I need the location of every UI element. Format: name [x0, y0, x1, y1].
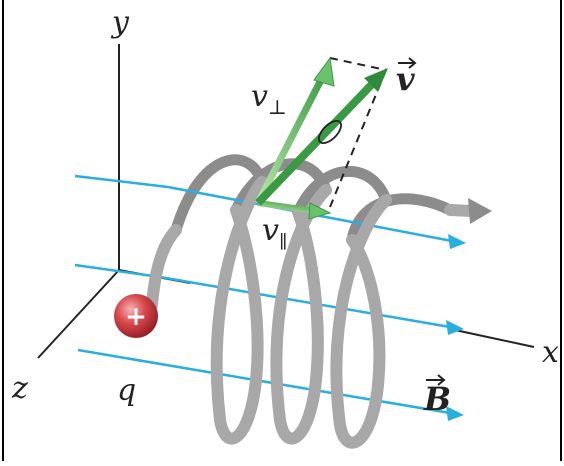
v-par-arrow-shaft [257, 200, 317, 214]
helix-loop-2-front [270, 184, 332, 445]
helix-front [146, 176, 478, 449]
field-arrow-accent [426, 374, 446, 386]
field-line-2 [159, 275, 451, 329]
helix-end-segment [444, 204, 478, 217]
v-total-arrow-shaft [255, 77, 379, 206]
v-par-subscript: ∥ [279, 232, 287, 253]
positive-charge: + [114, 294, 158, 338]
v-perp-label: v [251, 79, 268, 114]
field-lines [77, 185, 466, 421]
field-line-1-arrowhead [448, 234, 466, 249]
z-axis-label: z [11, 371, 28, 406]
helix-loop-3-front [330, 194, 392, 449]
field-label: B [423, 380, 451, 418]
charge-sign: + [125, 302, 147, 332]
v-par-label: v [262, 213, 279, 248]
v-total-arrowhead [364, 68, 388, 92]
helix-loop-1-back [170, 154, 268, 236]
helix-arrowhead [468, 198, 492, 224]
x-axis-label: x [542, 335, 559, 370]
vector-construction-lines [327, 57, 387, 213]
helix-loop-3-back [292, 165, 392, 218]
field-line-3-arrowhead [446, 406, 464, 421]
charge-label: q [117, 373, 136, 408]
y-axis-label: y [110, 5, 130, 40]
axes [37, 44, 535, 359]
field-line-2-back [74, 263, 161, 279]
helix-start-segment [146, 224, 182, 311]
dashed-right [327, 69, 387, 213]
v-perp-subscript: ⊥ [268, 95, 287, 119]
x-axis-line-front [454, 329, 535, 348]
charge-ball-icon [114, 294, 158, 338]
velocity-vectors [254, 56, 388, 220]
velocity-arrow-accent [398, 57, 417, 69]
v-perp-arrow-shaft [254, 68, 330, 205]
v-par-arrowhead [308, 202, 332, 220]
field-line-2-arrowhead [446, 320, 464, 335]
field-line-3 [77, 348, 451, 415]
angle-phi-marker [318, 120, 342, 144]
field-lines-back [74, 174, 169, 279]
z-axis-line [37, 269, 120, 359]
velocity-label: v [396, 60, 415, 98]
helix-loop-1-front [210, 176, 268, 445]
field-line-1-back [74, 174, 169, 189]
v-perp-arrowhead [313, 56, 335, 87]
dashed-top [329, 57, 387, 71]
labels: y x z q v ⊥ v ∥ v B [11, 5, 559, 418]
